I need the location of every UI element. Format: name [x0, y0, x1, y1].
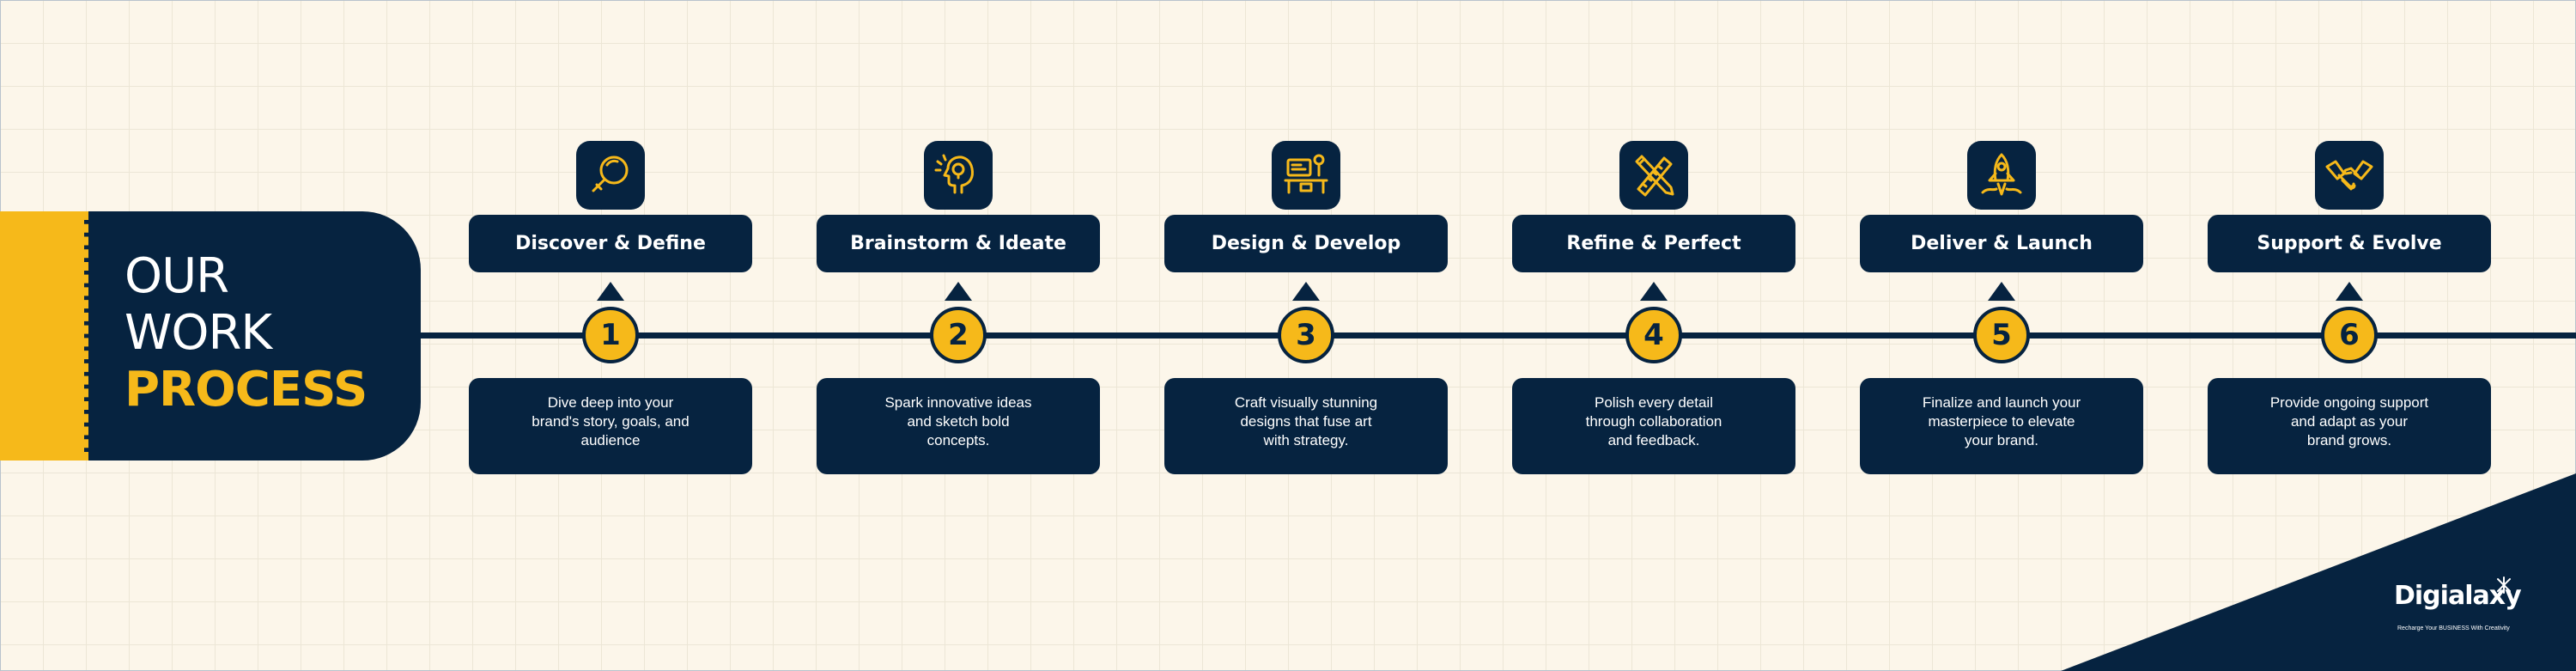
- step-2-pointer: [945, 282, 972, 301]
- step-1-desc-line: audience: [580, 432, 641, 448]
- title-card: OUR WORK PROCESS: [84, 211, 421, 461]
- step-1-desc-line: brand's story, goals, and: [532, 413, 690, 430]
- step-2-description: Spark innovative ideas and sketch bold c…: [817, 378, 1100, 474]
- title-accent-band: [0, 211, 86, 461]
- title-line-3: PROCESS: [125, 362, 368, 418]
- step-4-icon-box: [1619, 141, 1688, 210]
- step-6-pointer: [2336, 282, 2363, 301]
- step-5-description: Finalize and launch your masterpiece to …: [1860, 378, 2143, 474]
- step-6-desc-line: Provide ongoing support: [2269, 394, 2429, 411]
- step-6-description: Provide ongoing support and adapt as you…: [2208, 378, 2491, 474]
- step-5-desc-line: your brand.: [1965, 432, 2038, 448]
- step-1-pointer: [597, 282, 624, 301]
- corner-triangle: [2061, 473, 2576, 671]
- step-4-desc-line: and feedback.: [1607, 432, 1700, 448]
- idea-head-icon: [934, 154, 974, 194]
- step-2-number: 2: [930, 307, 987, 363]
- design-desk-icon: [1284, 154, 1328, 194]
- process-step-4: Refine & Perfect 4 Polish every detail t…: [1512, 0, 1795, 671]
- pencil-ruler-icon: [1635, 155, 1674, 197]
- step-6-desc-line: and adapt as your: [2290, 413, 2409, 430]
- step-5-number: 5: [1973, 307, 2030, 363]
- step-6-icon-box: [2315, 141, 2384, 210]
- step-2-desc-line: concepts.: [927, 432, 990, 448]
- step-5-label: Deliver & Launch: [1860, 215, 2143, 272]
- title-line-2: WORK: [125, 305, 272, 361]
- step-3-desc-line: designs that fuse art: [1240, 413, 1372, 430]
- step-1-description: Dive deep into your brand's story, goals…: [469, 378, 752, 474]
- step-2-icon-box: [924, 141, 993, 210]
- step-3-pointer: [1292, 282, 1320, 301]
- brand-star-icon: [2497, 576, 2511, 594]
- step-4-number: 4: [1625, 307, 1682, 363]
- process-step-5: Deliver & Launch 5 Finalize and launch y…: [1860, 0, 2143, 671]
- process-step-1: Discover & Define 1 Dive deep into your …: [469, 0, 752, 671]
- step-3-number: 3: [1278, 307, 1334, 363]
- step-2-label: Brainstorm & Ideate: [817, 215, 1100, 272]
- step-4-pointer: [1640, 282, 1668, 301]
- brand-tagline: Recharge Your BUSINESS With Creativity: [2397, 625, 2510, 631]
- handshake-icon: [2325, 160, 2373, 191]
- step-6-number: 6: [2321, 307, 2378, 363]
- step-4-description: Polish every detail through collaboratio…: [1512, 378, 1795, 474]
- step-4-label: Refine & Perfect: [1512, 215, 1795, 272]
- step-5-pointer: [1988, 282, 2015, 301]
- brand-logo: Digialaxy: [2394, 581, 2522, 611]
- timeline-line: [419, 332, 2576, 339]
- step-1-icon-box: [576, 141, 645, 210]
- step-4-desc-line: Polish every detail: [1595, 394, 1713, 411]
- magnifier-icon: [592, 156, 629, 192]
- process-step-6: Support & Evolve 6 Provide ongoing suppo…: [2208, 0, 2491, 671]
- step-4-desc-line: through collaboration: [1585, 413, 1722, 430]
- step-3-description: Craft visually stunning designs that fus…: [1164, 378, 1448, 474]
- step-1-desc-line: Dive deep into your: [547, 394, 674, 411]
- step-5-icon-box: [1967, 141, 2036, 210]
- step-3-desc-line: Craft visually stunning: [1234, 394, 1378, 411]
- rocket-icon: [1981, 153, 2022, 196]
- step-2-desc-line: Spark innovative ideas: [884, 394, 1032, 411]
- step-6-desc-line: brand grows.: [2306, 432, 2392, 448]
- title-line-1: OUR: [125, 248, 229, 304]
- step-5-desc-line: masterpiece to elevate: [1928, 413, 2075, 430]
- step-3-desc-line: with strategy.: [1263, 432, 1349, 448]
- step-3-icon-box: [1272, 141, 1340, 210]
- process-step-3: Design & Develop 3 Craft visually stunni…: [1164, 0, 1448, 671]
- step-3-label: Design & Develop: [1164, 215, 1448, 272]
- step-1-label: Discover & Define: [469, 215, 752, 272]
- step-2-desc-line: and sketch bold: [907, 413, 1010, 430]
- process-step-2: Brainstorm & Ideate 2 Spark innovative i…: [817, 0, 1100, 671]
- step-5-desc-line: Finalize and launch your: [1922, 394, 2081, 411]
- step-6-label: Support & Evolve: [2208, 215, 2491, 272]
- step-1-number: 1: [582, 307, 639, 363]
